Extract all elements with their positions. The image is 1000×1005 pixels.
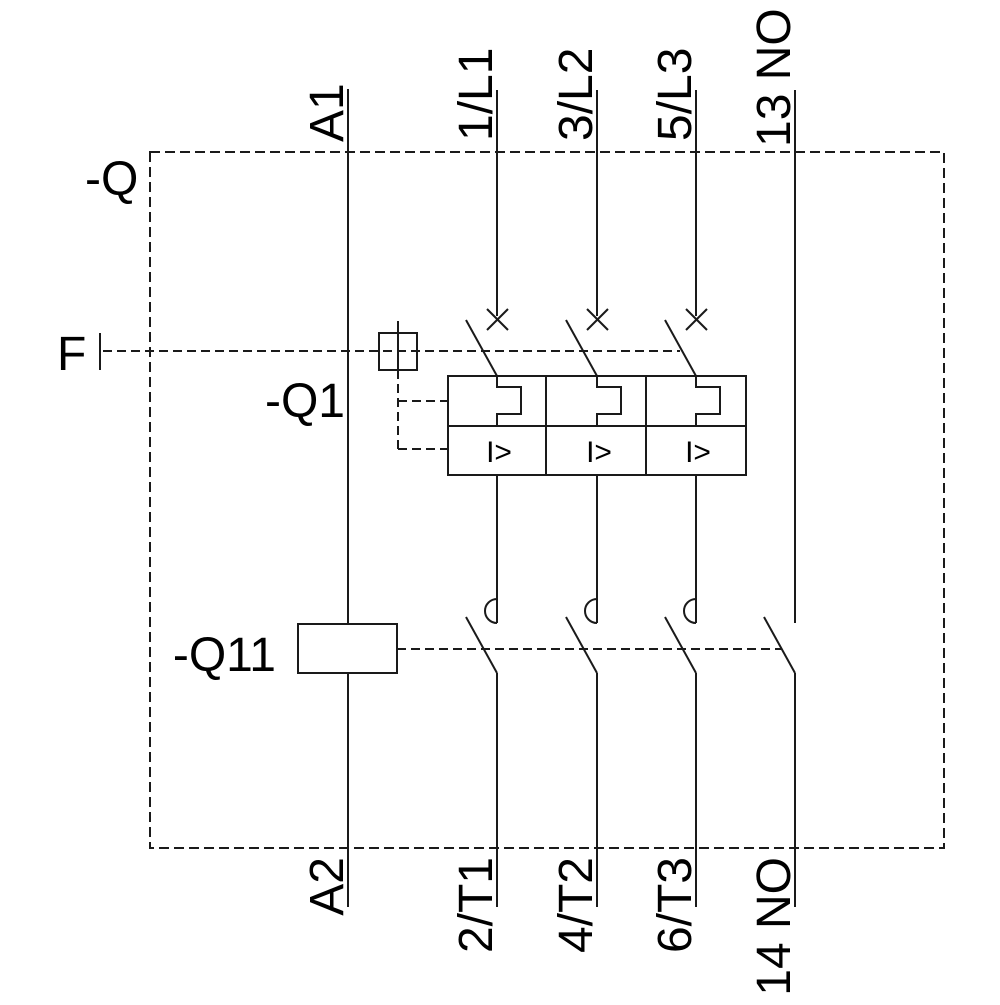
breaker-label: -Q1 <box>265 375 345 428</box>
enclosure-dashed-border <box>149 151 945 849</box>
contactor-fixed-contact-l3 <box>683 598 697 624</box>
thermal-release-l2 <box>596 376 622 426</box>
contactor-blade-l2 <box>565 616 598 674</box>
contactor-coil <box>297 623 398 674</box>
breaker-blade-l1 <box>465 319 498 377</box>
terminal-label-13no: 13 NO <box>748 8 801 147</box>
breaker-contact-cross-l2 <box>586 308 609 331</box>
overcurrent-symbol-l1: I> <box>486 436 512 469</box>
thermal-release-l3 <box>695 376 721 426</box>
terminal-label-a2: A2 <box>301 857 354 916</box>
terminal-label-5l3: 5/L3 <box>649 48 702 141</box>
contactor-blade-l3 <box>664 616 697 674</box>
terminal-label-2t1: 2/T1 <box>450 857 503 953</box>
breaker-blade-l3 <box>664 319 697 377</box>
terminal-label-6t3: 6/T3 <box>649 857 702 953</box>
terminal-label-a1: A1 <box>301 83 354 142</box>
terminal-label-1l1: 1/L1 <box>450 48 503 141</box>
terminal-label-14no: 14 NO <box>748 857 801 996</box>
terminal-label-3l2: 3/L2 <box>550 48 603 141</box>
contactor-fixed-contact-l2 <box>584 598 598 624</box>
contactor-blade-aux <box>763 616 796 674</box>
overcurrent-symbol-l3: I> <box>685 436 711 469</box>
trip-input-label: F <box>57 328 86 381</box>
contactor-fixed-contact-l1 <box>484 598 498 624</box>
contactor-blade-l1 <box>465 616 498 674</box>
thermal-release-l1 <box>496 376 522 426</box>
breaker-contact-cross-l3 <box>685 308 708 331</box>
terminal-label-4t2: 4/T2 <box>550 857 603 953</box>
breaker-contact-cross-l1 <box>486 308 509 331</box>
enclosure-label: -Q <box>85 153 138 206</box>
contactor-label: -Q11 <box>173 629 276 682</box>
overcurrent-symbol-l2: I> <box>586 436 612 469</box>
breaker-blade-l2 <box>565 319 598 377</box>
